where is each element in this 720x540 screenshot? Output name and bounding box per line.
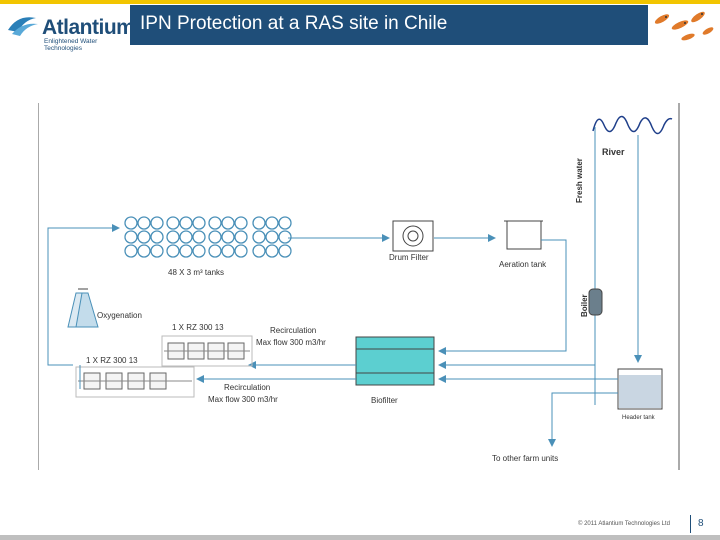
aeration-tank	[506, 221, 542, 250]
logo-tagline: Enlightened Water Technologies	[44, 38, 98, 52]
fish-tank	[179, 244, 193, 258]
fish-tank	[124, 244, 138, 258]
title-banner: IPN Protection at a RAS site in Chile	[130, 5, 648, 45]
page-number: 8	[698, 518, 704, 529]
boiler-label: Boiler	[580, 294, 589, 317]
ras-flow-diagram: River Fresh water Boiler Header tank 48 …	[38, 103, 680, 470]
fish-tank	[208, 230, 222, 244]
biofilter-label: Biofilter	[371, 396, 398, 405]
to-other-units-line	[548, 392, 618, 447]
fish-tank	[179, 216, 193, 230]
company-logo: Atlantium Enlightened Water Technologies	[6, 8, 135, 52]
fish-tank	[278, 244, 292, 258]
fish-tank	[166, 244, 180, 258]
header-tank-water	[619, 375, 661, 408]
header: Atlantium Enlightened Water Technologies…	[0, 0, 720, 52]
fish-tank	[221, 244, 235, 258]
tanks-label: 48 X 3 m³ tanks	[168, 268, 224, 277]
fish-tank	[150, 244, 164, 258]
fish-tank	[208, 216, 222, 230]
oxygenation-cone-icon	[67, 288, 99, 328]
fish-tank	[265, 230, 279, 244]
slide-title: IPN Protection at a RAS site in Chile	[140, 13, 448, 34]
fish-tanks-grid	[124, 216, 292, 258]
footer-bar	[0, 535, 720, 540]
fish-tank	[278, 230, 292, 244]
fish-tank	[150, 216, 164, 230]
logo-swoosh-icon	[8, 17, 38, 36]
fish-tank	[192, 230, 206, 244]
fish-tank	[192, 244, 206, 258]
fish-tank	[265, 244, 279, 258]
drum-filter-label: Drum Filter	[389, 253, 429, 262]
header-accent-bar	[0, 0, 720, 4]
boiler-icon	[588, 288, 603, 316]
fish-tank	[208, 244, 222, 258]
fish-tank	[137, 244, 151, 258]
fish-tank	[179, 230, 193, 244]
fish-tank	[192, 216, 206, 230]
fish-tank	[252, 216, 266, 230]
river-wave-icon	[592, 115, 673, 135]
fish-decoration-icon	[654, 11, 714, 41]
uv-reactor-lower-icon	[75, 366, 195, 398]
biofilter	[355, 336, 435, 386]
aeration-to-biofilter-line	[438, 239, 567, 355]
recirc-upper-flow-label: Max flow 300 m3/hr	[256, 338, 326, 347]
recirc-upper-label: Recirculation	[270, 326, 316, 335]
fresh-water-label: Fresh water	[575, 158, 584, 203]
fish-tank	[166, 230, 180, 244]
drum-filter-drum-icon	[402, 225, 424, 247]
fish-tank	[221, 216, 235, 230]
fish-tank	[252, 244, 266, 258]
other-units-label: To other farm units	[492, 454, 558, 463]
fish-tank	[137, 216, 151, 230]
fish-tank	[221, 230, 235, 244]
logo-wordmark: Atlantium	[42, 16, 135, 39]
oxygenation-label: Oxygenation	[97, 311, 142, 320]
uv-reactor-upper-icon	[161, 335, 253, 367]
fish-tank	[234, 216, 248, 230]
fish-tank	[124, 230, 138, 244]
rz-lower-label: 1 X RZ 300 13	[86, 356, 138, 365]
rz-upper-label: 1 X RZ 300 13	[172, 323, 224, 332]
header-tank-label: Header tank	[622, 415, 656, 421]
fish-tank	[234, 230, 248, 244]
fish-tank	[252, 230, 266, 244]
fish-tank	[150, 230, 164, 244]
copyright-text: © 2011 Atlantium Technologies Ltd	[578, 521, 670, 527]
fish-tank	[234, 244, 248, 258]
fish-tank	[278, 216, 292, 230]
recirc-lower-flow-label: Max flow 300 m3/hr	[208, 395, 278, 404]
fish-tank	[166, 216, 180, 230]
aeration-tank-label: Aeration tank	[499, 260, 547, 269]
fish-tank	[265, 216, 279, 230]
return-to-tanks-line	[47, 224, 120, 366]
river-label: River	[602, 147, 625, 157]
fish-tank	[137, 230, 151, 244]
page-divider	[690, 515, 691, 533]
fish-tank	[124, 216, 138, 230]
recirc-lower-label: Recirculation	[224, 383, 270, 392]
